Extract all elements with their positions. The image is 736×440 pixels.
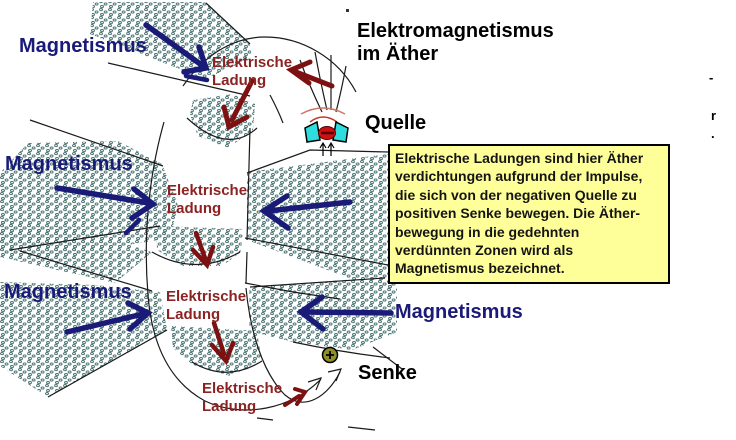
- diagram-title: Elektromagnetismus im Äther: [357, 20, 554, 66]
- aether-zone-mid-right-wedge: [247, 154, 393, 290]
- outer-sweep-curve: [245, 287, 341, 403]
- label-magnetismus-top-left: Magnetismus: [19, 35, 147, 57]
- cylinder-left-outline: [145, 121, 322, 411]
- edge-artifact-dot: .: [711, 126, 715, 141]
- aether-zone-dome-patch: [190, 94, 255, 148]
- senke-boundary-line: [372, 346, 403, 370]
- wedge-line-3: [9, 225, 161, 251]
- title-line-1: Elektromagnetismus: [357, 20, 554, 42]
- quelle-up-arrows: [319, 141, 335, 156]
- cup-arc-low: [191, 360, 263, 373]
- wedge-line-9: [249, 277, 386, 288]
- aether-zone-lower-left-band: [0, 219, 152, 283]
- cup-arc-top: [186, 117, 258, 140]
- charge-low-line-2: Ladung: [166, 306, 221, 323]
- bottom-dash-1: [256, 417, 274, 421]
- magnetism-arrow-mid-right: [259, 193, 353, 231]
- annotation-line-7: Magnetismus bezeichnet.: [395, 260, 565, 277]
- inner-dome-line: [269, 94, 284, 124]
- edge-artifact-r: r: [711, 108, 717, 123]
- aether-zone-bottom-left-wedge: [0, 282, 167, 397]
- label-quelle: Quelle: [365, 112, 427, 134]
- charge-low-line-1: Elektrische: [166, 288, 247, 305]
- label-charge-top: Elektrische Ladung: [212, 54, 292, 90]
- charge-mid-line-2: Ladung: [167, 200, 222, 217]
- magnetism-arrow-bottom-left: [64, 300, 153, 335]
- cup-arc-mid: [151, 251, 241, 266]
- dome-arc: [182, 36, 357, 93]
- bottom-dash-2: [347, 426, 376, 431]
- charge-arrow-low-down: [209, 320, 236, 366]
- wedge-line-6: [246, 149, 389, 174]
- label-charge-bottom: Elektrische Ladung: [202, 380, 282, 416]
- wedge-line-4: [19, 250, 153, 292]
- label-magnetismus-mid-left: Magnetismus: [5, 153, 133, 175]
- magnetism-arrows: [54, 22, 394, 335]
- annotation-line-3: die sich von der negativen Quelle zu: [395, 186, 637, 203]
- annotation-line-5: bewegung in die gedehnten: [395, 223, 580, 240]
- quelle-wave-arc-inner: [309, 116, 338, 123]
- wedge-line-7: [244, 237, 389, 266]
- magnetism-arrow-mid-left: [54, 185, 158, 236]
- magnetism-arrow-top-left: [143, 22, 210, 83]
- label-senke: Senke: [358, 362, 417, 384]
- charge-arrows: [190, 59, 335, 407]
- top-band-edge-line: [205, 2, 251, 45]
- charge-arrow-mid-down: [190, 230, 216, 270]
- charge-bottom-line-1: Elektrische: [202, 380, 283, 397]
- quelle-wave-arc-outer: [300, 107, 346, 115]
- label-magnetismus-right: Magnetismus: [395, 301, 523, 323]
- charge-top-line-2: Ladung: [212, 72, 267, 89]
- annotation-line-1: Elektrische Ladungen sind hier Äther: [395, 150, 644, 166]
- charge-mid-line-1: Elektrische: [167, 182, 248, 199]
- charge-arrow-top-down: [221, 78, 255, 131]
- label-charge-mid: Elektrische Ladung: [167, 182, 247, 218]
- charge-top-line-1: Elektrische: [212, 54, 293, 71]
- edge-artifact-dash: -: [709, 70, 714, 85]
- charge-arrow-top-right: [285, 59, 335, 89]
- charge-bottom-line-2: Ladung: [202, 398, 257, 415]
- wedge-line-2: [29, 119, 164, 167]
- wedge-line-10: [292, 341, 391, 359]
- wedge-line-5: [47, 329, 168, 398]
- senke-plus-icon: [321, 346, 339, 364]
- edge-artifact-top-dot: [346, 9, 349, 12]
- wedge-line-1: [107, 62, 251, 97]
- label-charge-low: Elektrische Ladung: [166, 288, 246, 324]
- flow-arrowhead-right: [327, 368, 343, 382]
- charge-arrow-bottom-up-right: [283, 387, 309, 407]
- quelle-source-icon: [300, 107, 349, 156]
- cylinder-right-outline: [245, 127, 251, 284]
- annotation-line-4: positiven Senke bewegen. Die Äther-: [395, 205, 641, 222]
- magnetism-arrow-bottom-right: [296, 294, 394, 332]
- label-magnetismus-bottom-left: Magnetismus: [4, 281, 132, 303]
- annotation-line-6: verdünnten Zonen wird als: [395, 242, 574, 259]
- annotation-box: Elektrische Ladungen sind hier Äther ver…: [388, 144, 670, 284]
- annotation-line-2: verdichtungen aufgrund der Impulse,: [395, 168, 643, 185]
- title-line-2: im Äther: [357, 43, 439, 65]
- flow-arrowhead-left: [307, 377, 323, 391]
- quelle-wing-left: [304, 120, 321, 143]
